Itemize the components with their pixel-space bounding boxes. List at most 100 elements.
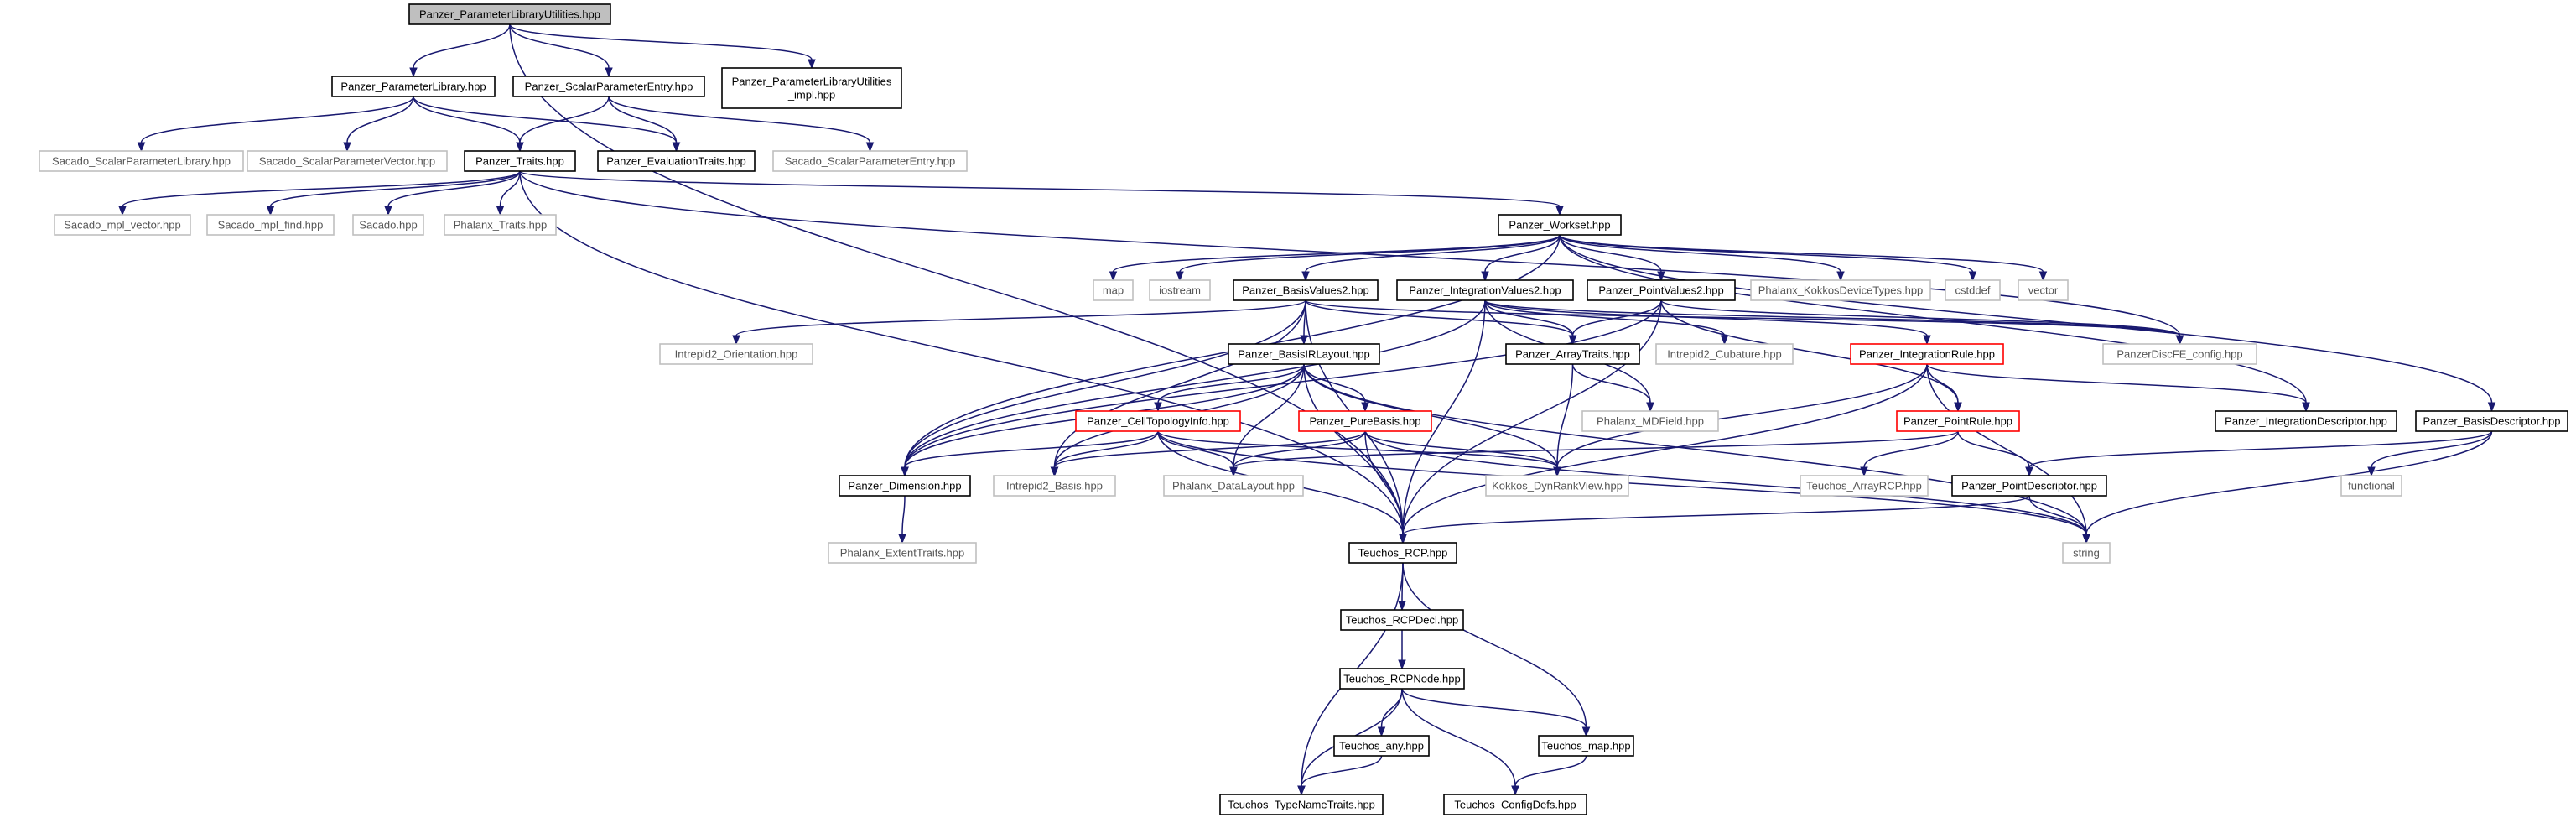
node-teu-tnt[interactable]: Teuchos_TypeNameTraits.hpp	[1219, 794, 1384, 815]
node-string[interactable]: string	[2062, 542, 2111, 564]
node-box	[444, 214, 557, 236]
edge-line	[1157, 430, 1234, 468]
node-pointrule[interactable]: Panzer_PointRule.hpp	[1896, 410, 2020, 432]
node-teu-any[interactable]: Teuchos_any.hpp	[1333, 735, 1430, 757]
edge-arrowhead	[1398, 659, 1406, 670]
node-functional[interactable]: functional	[2340, 475, 2402, 497]
node-teu-map[interactable]: Teuchos_map.hpp	[1538, 735, 1634, 757]
node-phx-mdf[interactable]: Phalanx_MDField.hpp	[1581, 410, 1719, 432]
node-sacado[interactable]: Sacado.hpp	[352, 214, 424, 236]
node-box	[2415, 410, 2568, 432]
node-putil-impl[interactable]: Panzer_ParameterLibraryUtilities_impl.hp…	[721, 67, 902, 109]
edge-line	[519, 170, 1561, 207]
edge-line	[1559, 234, 2044, 273]
node-intrep-orient[interactable]: Intrepid2_Orientation.hpp	[659, 343, 813, 365]
node-intvals[interactable]: Panzer_IntegrationValues2.hpp	[1396, 279, 1574, 301]
edge-line	[904, 299, 1662, 468]
node-sac-spv[interactable]: Sacado_ScalarParameterVector.hpp	[247, 150, 448, 172]
edge-arrowhead	[1297, 785, 1306, 796]
node-kokkos-drv[interactable]: Kokkos_DynRankView.hpp	[1485, 475, 1629, 497]
edge-line	[413, 23, 511, 69]
node-sac-spe[interactable]: Sacado_ScalarParameterEntry.hpp	[772, 150, 968, 172]
edge-line	[2028, 495, 2087, 535]
node-teu-rcpdecl[interactable]: Teuchos_RCPDecl.hpp	[1340, 609, 1464, 631]
node-box	[2340, 475, 2402, 497]
edge-arrowhead	[1050, 466, 1059, 477]
node-sac-mplf[interactable]: Sacado_mpl_find.hpp	[206, 214, 335, 236]
node-teu-arcp[interactable]: Teuchos_ArrayRCP.hpp	[1800, 475, 1929, 497]
node-basisirl[interactable]: Panzer_BasisIRLayout.hpp	[1228, 343, 1380, 365]
node-teu-rcp[interactable]: Teuchos_RCP.hpp	[1348, 542, 1457, 564]
node-iostream[interactable]: iostream	[1149, 279, 1211, 301]
node-label: Sacado_mpl_find.hpp	[218, 219, 324, 232]
edge-arrowhead	[137, 142, 146, 153]
edge-basisirl-to-celltopo	[1154, 363, 1305, 413]
edge-line	[1305, 299, 2181, 336]
node-evaltraits[interactable]: Panzer_EvaluationTraits.hpp	[597, 150, 756, 172]
edge-line	[2028, 430, 2493, 468]
node-sac-spl[interactable]: Sacado_ScalarParameterLibrary.hpp	[39, 150, 244, 172]
edge-arrowhead	[1109, 271, 1118, 282]
node-intrep-cub[interactable]: Intrepid2_Cubature.hpp	[1655, 343, 1794, 365]
node-teu-cdefs[interactable]: Teuchos_ConfigDefs.hpp	[1443, 794, 1587, 815]
node-basisvals[interactable]: Panzer_BasisValues2.hpp	[1233, 279, 1379, 301]
node-box	[828, 542, 977, 564]
edge-workset-to-basisdesc	[1559, 234, 2496, 413]
edge-line	[1303, 363, 2087, 535]
node-arraytraits[interactable]: Panzer_ArrayTraits.hpp	[1505, 343, 1640, 365]
edge-workset-to-basisvals	[1301, 234, 1561, 282]
node-discfe[interactable]: PanzerDiscFE_config.hpp	[2102, 343, 2257, 365]
node-phx-kokkos[interactable]: Phalanx_KokkosDeviceTypes.hpp	[1750, 279, 1931, 301]
node-pointvals[interactable]: Panzer_PointValues2.hpp	[1587, 279, 1736, 301]
edges-layer	[118, 23, 2496, 796]
edge-line	[122, 170, 521, 207]
edge-teu_rcpnode-to-teu_any	[1377, 688, 1403, 737]
node-spentry[interactable]: Panzer_ScalarParameterEntry.hpp	[512, 76, 705, 97]
node-box	[659, 343, 813, 365]
edge-line	[1305, 299, 1574, 336]
node-basisdesc[interactable]: Panzer_BasisDescriptor.hpp	[2415, 410, 2568, 432]
node-label: map	[1103, 284, 1124, 297]
edge-line	[346, 96, 414, 143]
node-celltopo[interactable]: Panzer_CellTopologyInfo.hpp	[1075, 410, 1241, 432]
node-box	[1233, 279, 1379, 301]
edge-line	[519, 96, 610, 143]
node-traits[interactable]: Panzer_Traits.hpp	[464, 150, 576, 172]
node-label: Phalanx_ExtentTraits.hpp	[840, 547, 964, 560]
edge-line	[1571, 363, 1651, 404]
node-dimension[interactable]: Panzer_Dimension.hpp	[839, 475, 971, 497]
node-intrep-basis[interactable]: Intrepid2_Basis.hpp	[993, 475, 1116, 497]
edge-arrowhead	[1555, 206, 1564, 216]
node-phx-traits[interactable]: Phalanx_Traits.hpp	[444, 214, 557, 236]
node-vector[interactable]: vector	[2018, 279, 2069, 301]
node-map[interactable]: map	[1093, 279, 1134, 301]
node-sac-mplv[interactable]: Sacado_mpl_vector.hpp	[54, 214, 191, 236]
node-label: Panzer_Dimension.hpp	[848, 480, 961, 492]
edge-basisvals-to-intrep_orient	[732, 299, 1306, 346]
node-workset[interactable]: Panzer_Workset.hpp	[1498, 214, 1622, 236]
node-intrule[interactable]: Panzer_IntegrationRule.hpp	[1850, 343, 2004, 365]
node-label: Panzer_Traits.hpp	[475, 155, 564, 168]
edge-workset-to-vector	[1559, 234, 2048, 282]
node-cstddef[interactable]: cstddef	[1945, 279, 2001, 301]
edge-line	[2085, 430, 2493, 535]
node-box	[1340, 609, 1464, 631]
edge-line	[1303, 363, 1366, 404]
edge-root-to-plib	[409, 23, 511, 78]
node-purebasis[interactable]: Panzer_PureBasis.hpp	[1298, 410, 1432, 432]
edge-line	[1233, 430, 1366, 468]
node-box	[1163, 475, 1304, 497]
node-box	[1850, 343, 2004, 365]
node-plib[interactable]: Panzer_ParameterLibrary.hpp	[331, 76, 496, 97]
node-phx-ext[interactable]: Phalanx_ExtentTraits.hpp	[828, 542, 977, 564]
node-teu-rcpnode[interactable]: Teuchos_RCPNode.hpp	[1339, 668, 1465, 690]
node-phx-dl[interactable]: Phalanx_DataLayout.hpp	[1163, 475, 1304, 497]
edge-arrowhead	[901, 466, 909, 477]
node-intdesc[interactable]: Panzer_IntegrationDescriptor.hpp	[2215, 410, 2397, 432]
edge-line	[1401, 688, 1587, 728]
edge-pointrule-to-teu_arcp	[1860, 430, 1959, 477]
node-label: Panzer_BasisDescriptor.hpp	[2423, 415, 2560, 428]
node-label: string	[2073, 547, 2100, 560]
node-pointdesc[interactable]: Panzer_PointDescriptor.hpp	[1951, 475, 2107, 497]
node-box	[1538, 735, 1634, 757]
